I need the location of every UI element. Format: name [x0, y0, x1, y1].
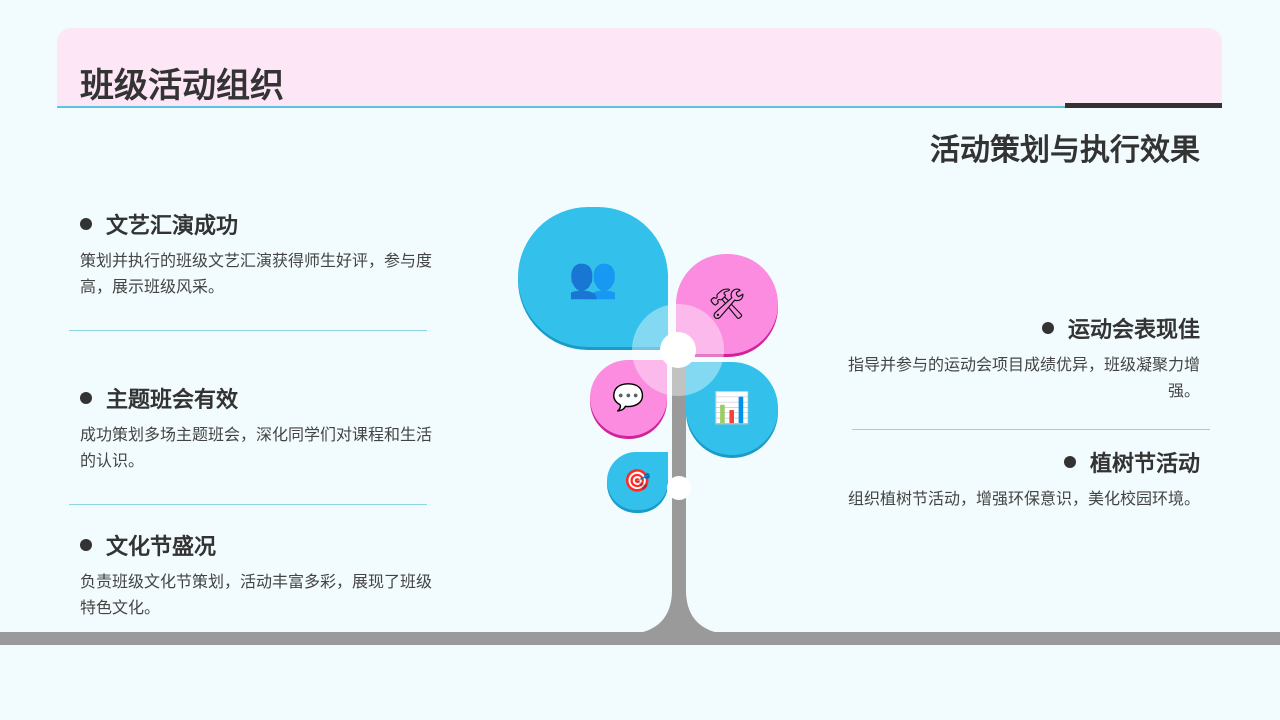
right-item-2: 植树节活动 组织植树节活动，增强环保意识，美化校园环境。: [840, 446, 1200, 512]
petal-tools: 🛠: [676, 254, 778, 354]
petal-target: 🎯: [607, 452, 668, 510]
bullet-icon: [80, 392, 92, 404]
item-text: 指导并参与的运动会项目成绩优异，班级凝聚力增强。: [847, 355, 1200, 400]
item-title: 文艺汇演成功: [106, 214, 239, 239]
ground-line: [0, 632, 1280, 645]
lower-node: [667, 476, 691, 500]
bullet-icon: [1041, 322, 1054, 334]
target-icon: 🎯: [623, 468, 652, 494]
header-band: [57, 28, 1222, 106]
left-item-2: 主题班会有效 成功策划多场主题班会，深化同学们对课程和生活的认识。: [80, 382, 440, 474]
item-title: 文化节盛况: [106, 535, 217, 560]
right-item-1: 运动会表现佳 指导并参与的运动会项目成绩优异，班级凝聚力增强。: [840, 312, 1200, 404]
divider: [69, 504, 427, 505]
petal-team: 👥: [518, 207, 668, 347]
item-text: 组织植树节活动，增强环保意识，美化校园环境。: [847, 489, 1200, 508]
center-node: [660, 332, 696, 368]
left-item-1: 文艺汇演成功 策划并执行的班级文艺汇演获得师生好评，参与度高，展示班级风采。: [80, 208, 440, 300]
bullet-icon: [80, 539, 92, 551]
petal-chat: 💬: [590, 360, 667, 436]
item-text: 成功策划多场主题班会，深化同学们对课程和生活的认识。: [80, 425, 433, 470]
header-divider: [57, 106, 1222, 108]
divider: [69, 330, 427, 331]
left-item-3: 文化节盛况 负责班级文化节策划，活动丰富多彩，展现了班级特色文化。: [80, 529, 440, 621]
page-subtitle: 活动策划与执行效果: [930, 133, 1200, 168]
item-title: 植树节活动: [1089, 452, 1200, 477]
header-accent-bar: [1065, 103, 1222, 108]
page-title: 班级活动组织: [80, 66, 284, 106]
bullet-icon: [1063, 456, 1076, 468]
chat-icon: 💬: [612, 383, 645, 413]
team-icon: 👥: [568, 254, 618, 301]
item-text: 负责班级文化节策划，活动丰富多彩，展现了班级特色文化。: [80, 572, 433, 617]
divider: [852, 429, 1210, 430]
bullet-icon: [80, 218, 92, 230]
item-title: 主题班会有效: [106, 388, 239, 413]
item-text: 策划并执行的班级文艺汇演获得师生好评，参与度高，展示班级风采。: [80, 251, 433, 296]
item-title: 运动会表现佳: [1067, 318, 1200, 343]
chart-icon: 📊: [713, 391, 751, 426]
tools-icon: 🛠: [707, 286, 747, 322]
petal-chart: 📊: [686, 362, 778, 455]
